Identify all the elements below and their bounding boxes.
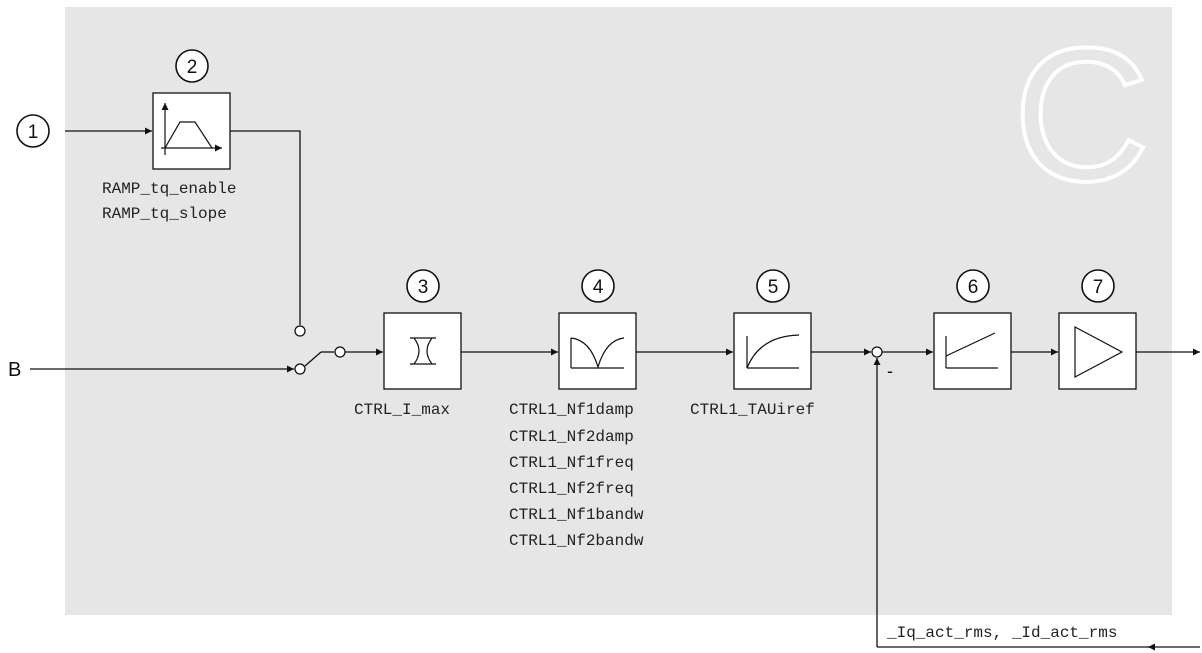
summing-junction-sign: - — [887, 361, 893, 381]
panel-letter: C — [1013, 9, 1150, 221]
marker-7-label: 7 — [1093, 277, 1104, 298]
marker-4 — [581, 269, 615, 303]
notch-param-5: CTRL1_Nf1bandw — [509, 506, 644, 524]
panel-background — [65, 7, 1172, 615]
marker-5 — [756, 269, 790, 303]
marker-3-label: 3 — [418, 277, 429, 298]
marker-3 — [406, 269, 440, 303]
summing-junction — [871, 346, 883, 358]
marker-1 — [16, 114, 50, 148]
marker-7 — [1081, 269, 1115, 303]
ramp-output-line — [230, 130, 301, 325]
current-limit-icon — [410, 337, 436, 365]
switch-lever — [304, 351, 322, 367]
limiter-param-1: CTRL_I_max — [354, 401, 450, 419]
marker-4-label: 4 — [593, 277, 604, 298]
lowpass-param-1: CTRL1_TAUiref — [690, 401, 815, 419]
marker-5-label: 5 — [768, 277, 779, 298]
marker-2 — [175, 49, 209, 83]
notch-param-6: CTRL1_Nf2bandw — [509, 532, 644, 550]
notch-param-4: CTRL1_Nf2freq — [509, 480, 634, 498]
amplifier-block — [1058, 312, 1137, 390]
feedback-label: _Iq_act_rms, _Id_act_rms — [886, 624, 1117, 642]
ramp-param-2: RAMP_tq_slope — [102, 205, 227, 223]
notch-param-2: CTRL1_Nf2damp — [509, 428, 634, 446]
marker-2-label: 2 — [187, 57, 198, 78]
controller-block — [933, 312, 1012, 390]
marker-1-label: 1 — [28, 122, 39, 143]
marker-6-label: 6 — [968, 277, 979, 298]
ramp-param-1: RAMP_tq_enable — [102, 180, 236, 198]
notch-param-3: CTRL1_Nf1freq — [509, 454, 634, 472]
pi-controller-icon — [945, 332, 998, 369]
switch-output-contact — [334, 346, 346, 358]
marker-6 — [956, 269, 990, 303]
limiter-block — [383, 312, 462, 390]
notch-filter-icon — [570, 337, 625, 370]
lowpass-filter-icon — [746, 334, 800, 369]
amplifier-triangle-icon — [1074, 326, 1124, 378]
input-b-label: B — [8, 359, 21, 381]
ramp-profile-icon — [161, 103, 222, 155]
notch-filter-block — [558, 312, 637, 390]
lowpass-block — [733, 312, 812, 390]
notch-param-1: CTRL1_Nf1damp — [509, 401, 634, 419]
switch-contact-top — [294, 325, 306, 337]
switch-contact-bottom — [294, 363, 306, 375]
